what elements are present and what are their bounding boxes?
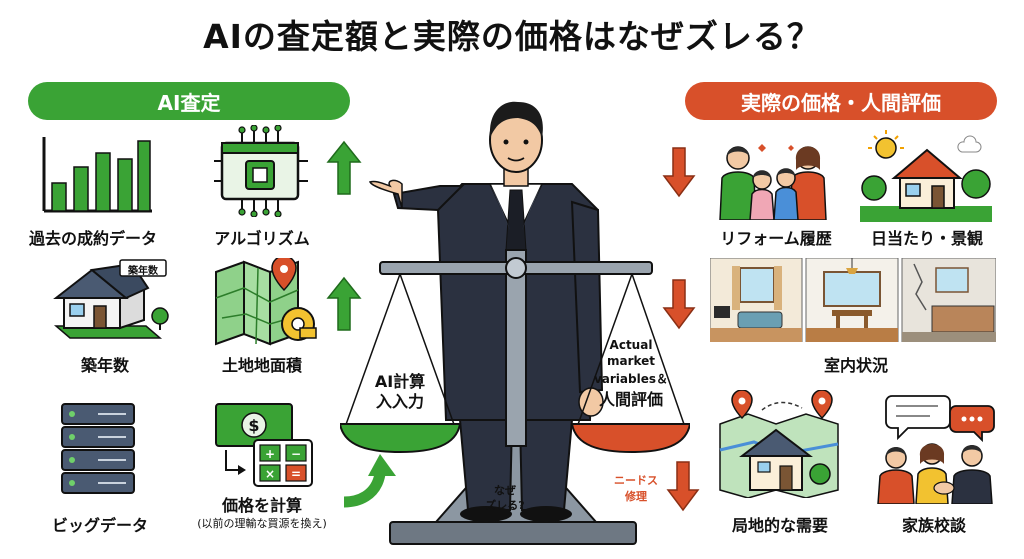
server-icon bbox=[61, 403, 135, 494]
actual-market-pan-line3: variables＆ bbox=[593, 372, 669, 386]
needs-repair-line1: ニードス bbox=[614, 474, 658, 487]
svg-text:=: = bbox=[291, 467, 301, 481]
price-calculation-label: 価格を計算 bbox=[221, 496, 302, 515]
past-contract-data-label: 過去の成約データ bbox=[28, 229, 157, 248]
family-discussion-icon bbox=[877, 395, 995, 504]
algorithm-chip-icon bbox=[214, 125, 308, 217]
arrow-down-icon bbox=[666, 461, 700, 512]
build-year-label: 築年数 bbox=[80, 356, 129, 375]
ai-calculation-pan-line2: 入入力 bbox=[375, 392, 424, 411]
ai-assessment-header: AI査定 bbox=[28, 82, 350, 120]
ai-calculation-pan-line1: AI計算 bbox=[374, 372, 426, 391]
local-demand-label: 局地的な需要 bbox=[731, 516, 828, 535]
family-consultation-label: 家族校談 bbox=[901, 516, 966, 535]
arrow-down-icon bbox=[662, 279, 696, 330]
actual-market-pan-line4: 人間評価 bbox=[598, 390, 663, 409]
balance-scale bbox=[340, 101, 690, 545]
actual-price-header: 実際の価格・人間評価 bbox=[685, 82, 997, 120]
algorithm-label: アルゴリズム bbox=[214, 229, 310, 248]
arrow-down-icon bbox=[662, 147, 696, 198]
price-calculation-note: (以前の理輸な買源を換え) bbox=[197, 517, 327, 530]
businessman-figure bbox=[368, 101, 604, 522]
renovation-history-label: リフォーム履歴 bbox=[720, 229, 832, 248]
why-gap-line2: ズレる? bbox=[485, 499, 525, 512]
local-demand-map-icon bbox=[719, 390, 839, 498]
money-calculator-icon: $ + − × = bbox=[215, 403, 313, 487]
svg-text:$: $ bbox=[248, 416, 259, 435]
arrow-up-icon bbox=[326, 276, 362, 331]
actual-market-pan-line1: Actual bbox=[609, 338, 653, 352]
family-icon bbox=[719, 144, 827, 220]
land-map-icon bbox=[215, 258, 317, 346]
house-icon bbox=[53, 259, 169, 339]
sunlight-view-label: 日当たり・景観 bbox=[870, 229, 983, 248]
page-title: AIの査定額と実際の価格はなぜズレる？ bbox=[203, 17, 821, 56]
arrow-up-icon bbox=[326, 140, 362, 195]
curved-arrow-icon bbox=[343, 454, 396, 508]
svg-text:×: × bbox=[265, 467, 275, 481]
bar-chart-icon bbox=[42, 137, 152, 213]
land-area-label: 土地地面積 bbox=[221, 356, 302, 375]
actual-market-pan-line2: market bbox=[606, 354, 656, 368]
interior-rooms-icon bbox=[710, 258, 996, 342]
why-gap-line1: なぜ bbox=[494, 484, 516, 497]
big-data-label: ビッグデータ bbox=[51, 516, 148, 535]
svg-text:−: − bbox=[291, 447, 301, 461]
sunny-house-icon bbox=[860, 130, 992, 222]
build-year-badge: 築年数 bbox=[128, 266, 158, 277]
svg-text:+: + bbox=[265, 447, 275, 461]
interior-condition-label: 室内状況 bbox=[823, 356, 888, 375]
needs-repair-line2: 修理 bbox=[625, 490, 647, 503]
